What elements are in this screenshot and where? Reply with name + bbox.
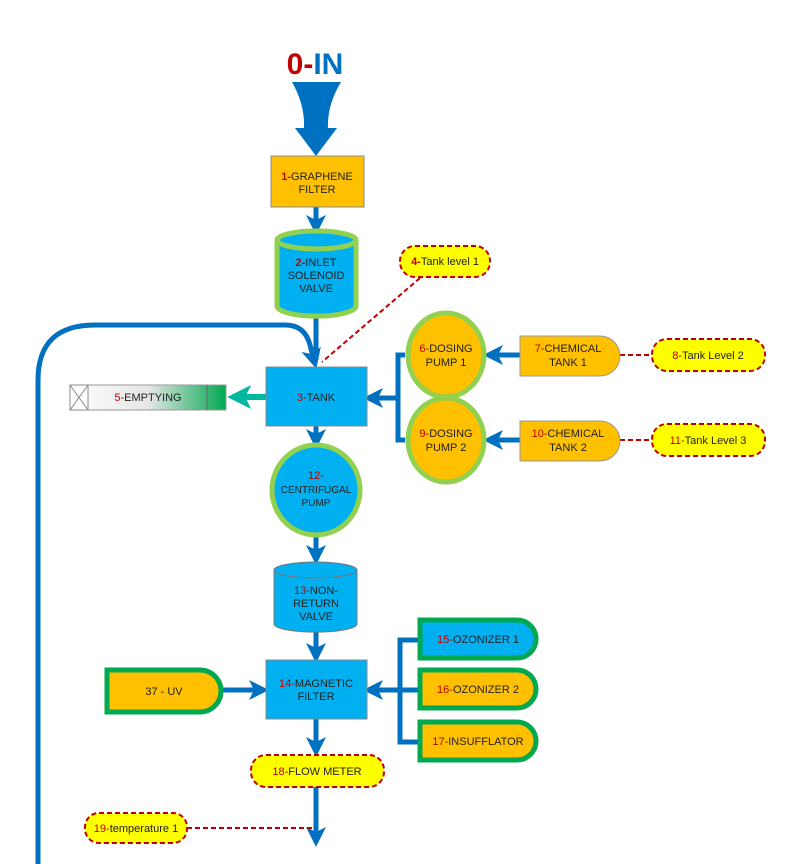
svg-text:CENTRIFUGAL: CENTRIFUGAL [281, 485, 352, 496]
tank-level-3-sensor[interactable]: 11-Tank Level 3 [651, 423, 766, 457]
svg-text:17-INSUFFLATOR: 17-INSUFFLATOR [432, 736, 523, 748]
svg-text:9-DOSING: 9-DOSING [419, 428, 472, 440]
svg-text:PUMP 1: PUMP 1 [426, 357, 467, 369]
tank-level-1-sensor[interactable]: 4-Tank level 1 [399, 245, 491, 278]
svg-text:5-EMPTYING: 5-EMPTYING [114, 392, 181, 404]
emptying-valve[interactable]: 5-EMPTYING [69, 384, 227, 411]
svg-text:12-: 12- [308, 470, 324, 482]
svg-text:VALVE: VALVE [299, 611, 333, 623]
uv-unit[interactable]: 37 - UV [104, 667, 224, 715]
inlet-solenoid-valve[interactable]: 2-INLET SOLENOID VALVE [274, 228, 359, 319]
tank[interactable]: 3-TANK [265, 366, 368, 427]
svg-text:6-DOSING: 6-DOSING [419, 343, 472, 355]
temperature-sensor[interactable]: 19-temperature 1 [84, 812, 188, 844]
chemical-tank-1[interactable]: 7-CHEMICAL TANK 1 [519, 335, 621, 377]
svg-text:11-Tank Level 3: 11-Tank Level 3 [670, 435, 747, 447]
flow-meter[interactable]: 18-FLOW METER [250, 754, 385, 788]
svg-text:PUMP 2: PUMP 2 [426, 442, 467, 454]
svg-text:7-CHEMICAL: 7-CHEMICAL [535, 343, 602, 355]
ozonizer-bracket [375, 637, 420, 745]
svg-text:16-OZONIZER 2: 16-OZONIZER 2 [437, 684, 519, 696]
return-loop-pipe [35, 322, 321, 864]
svg-text:SOLENOID: SOLENOID [288, 270, 345, 282]
dosing-bracket [375, 352, 405, 443]
inlet-funnel-arrow [292, 82, 341, 156]
svg-text:15-OZONIZER 1: 15-OZONIZER 1 [437, 634, 519, 646]
insufflator[interactable]: 17-INSUFFLATOR [417, 719, 539, 763]
svg-text:4-Tank level 1: 4-Tank level 1 [411, 256, 479, 268]
inlet-title: 0-IN [287, 48, 344, 81]
svg-text:VALVE: VALVE [299, 283, 333, 295]
magnetic-filter[interactable]: 14-MAGNETIC FILTER [265, 659, 368, 720]
svg-text:2-INLET: 2-INLET [296, 257, 337, 269]
svg-text:FILTER: FILTER [298, 184, 335, 196]
svg-text:TANK 2: TANK 2 [549, 442, 587, 454]
svg-text:FILTER: FILTER [297, 691, 334, 703]
ozonizer-1[interactable]: 15-OZONIZER 1 [417, 617, 539, 661]
ozonizer-2[interactable]: 16-OZONIZER 2 [417, 667, 539, 711]
svg-text:PUMP: PUMP [302, 498, 331, 509]
svg-text:19-temperature 1: 19-temperature 1 [94, 823, 178, 835]
centrifugal-pump[interactable]: 12- CENTRIFUGAL PUMP [269, 442, 363, 538]
svg-text:TANK 1: TANK 1 [549, 357, 587, 369]
non-return-valve[interactable]: 13-NON- RETURN VALVE [273, 561, 358, 633]
dosing-pump-2[interactable]: 9-DOSING PUMP 2 [405, 395, 487, 485]
svg-text:37 - UV: 37 - UV [145, 686, 183, 698]
svg-text:14-MAGNETIC: 14-MAGNETIC [279, 678, 353, 690]
svg-text:RETURN: RETURN [293, 598, 339, 610]
svg-text:1-GRAPHENE: 1-GRAPHENE [281, 171, 353, 183]
tank-level-2-sensor[interactable]: 8-Tank Level 2 [651, 338, 766, 372]
svg-text:3-TANK: 3-TANK [297, 392, 336, 404]
svg-text:8-Tank Level 2: 8-Tank Level 2 [672, 350, 744, 362]
graphene-filter[interactable]: 1-GRAPHENE FILTER [270, 155, 365, 208]
svg-text:13-NON-: 13-NON- [294, 585, 338, 597]
dosing-pump-1[interactable]: 6-DOSING PUMP 1 [405, 310, 487, 400]
chemical-tank-2[interactable]: 10-CHEMICAL TANK 2 [519, 420, 621, 462]
svg-text:10-CHEMICAL: 10-CHEMICAL [532, 428, 605, 440]
svg-text:18-FLOW METER: 18-FLOW METER [272, 766, 361, 778]
sensor-link [321, 277, 421, 363]
